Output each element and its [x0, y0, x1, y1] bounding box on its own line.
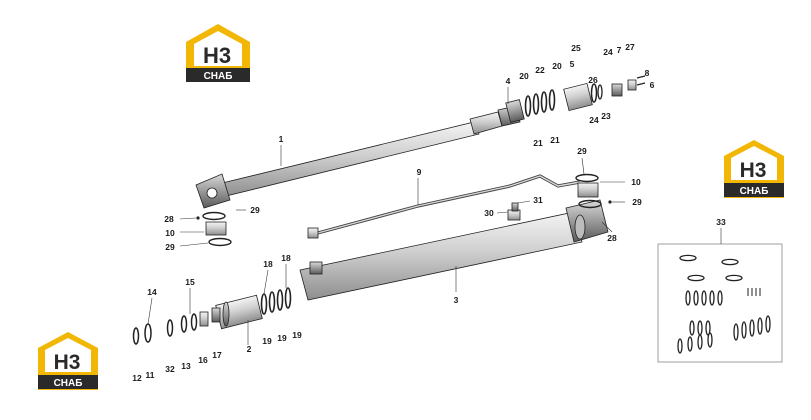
callout-18-a: 18 — [263, 259, 273, 269]
callout-33: 33 — [716, 217, 726, 227]
callout-labels: 1 2 3 4 5 6 7 8 9 10 10 11 12 13 14 15 1… — [132, 42, 726, 383]
callout-10-right: 10 — [631, 177, 641, 187]
piston-rod — [195, 105, 521, 209]
callout-31: 31 — [533, 195, 543, 205]
callout-6: 6 — [650, 80, 655, 90]
gland-seal-rings — [260, 287, 292, 315]
logo-top-left: H3 СНАБ — [186, 24, 250, 82]
rod-nut — [505, 99, 525, 123]
callout-15: 15 — [185, 277, 195, 287]
callout-23: 23 — [601, 111, 611, 121]
seal-kit-box — [657, 243, 783, 363]
callout-8: 8 — [645, 68, 650, 78]
oil-pipe — [307, 174, 581, 239]
callout-28-left: 28 — [164, 214, 174, 224]
logo-word: СНАБ — [204, 71, 233, 82]
callout-10-left: 10 — [165, 228, 175, 238]
callout-21-a: 21 — [533, 138, 543, 148]
callout-3: 3 — [454, 295, 459, 305]
callout-30: 30 — [484, 208, 494, 218]
callout-20-a: 20 — [519, 71, 529, 81]
cylinder-gland — [215, 294, 263, 330]
logo-word: СНАБ — [740, 186, 769, 197]
callout-32: 32 — [165, 364, 175, 374]
front-bushes — [199, 307, 221, 327]
callout-24-a: 24 — [603, 47, 613, 57]
callout-1: 1 — [279, 134, 284, 144]
callout-22: 22 — [535, 65, 545, 75]
bushing-left — [196, 211, 232, 247]
logo-right: H3 СНАБ — [724, 140, 784, 198]
callout-11: 11 — [146, 370, 155, 380]
piston-head — [563, 75, 646, 112]
callout-26: 26 — [588, 75, 598, 85]
grease-fitting — [511, 202, 519, 212]
front-seals — [132, 313, 198, 345]
callout-28-right: 28 — [607, 233, 617, 243]
callout-24-b: 24 — [589, 115, 599, 125]
callout-19-a: 19 — [262, 336, 272, 346]
callout-4: 4 — [506, 76, 511, 86]
callout-17: 17 — [212, 350, 222, 360]
logo-bottom-left: H3 СНАБ — [38, 332, 98, 390]
callout-29-b: 29 — [165, 242, 175, 252]
logo-word: СНАБ — [54, 378, 83, 389]
callout-29-d: 29 — [632, 197, 642, 207]
callout-29-a: 29 — [250, 205, 260, 215]
logo-mark: H3 — [203, 43, 231, 68]
callout-20-b: 20 — [552, 61, 562, 71]
callout-27: 27 — [625, 42, 635, 52]
callout-2: 2 — [247, 344, 252, 354]
callout-19-c: 19 — [292, 330, 302, 340]
callout-21-b: 21 — [550, 135, 560, 145]
callout-16: 16 — [198, 355, 208, 365]
cylinder-barrel — [299, 199, 609, 301]
callout-18-b: 18 — [281, 253, 291, 263]
logo-mark: H3 — [54, 351, 81, 374]
callout-9: 9 — [417, 167, 422, 177]
callout-29-c: 29 — [577, 146, 587, 156]
callout-19-b: 19 — [277, 333, 287, 343]
bushing-right — [575, 173, 612, 209]
callout-7: 7 — [617, 45, 622, 55]
rod-seal-rings — [524, 89, 556, 117]
callout-13: 13 — [181, 361, 191, 371]
logo-mark: H3 — [740, 159, 767, 182]
callout-5: 5 — [570, 59, 575, 69]
callout-14: 14 — [147, 287, 157, 297]
leader-lines — [147, 87, 722, 345]
callout-25: 25 — [571, 43, 581, 53]
callout-12: 12 — [132, 373, 142, 383]
